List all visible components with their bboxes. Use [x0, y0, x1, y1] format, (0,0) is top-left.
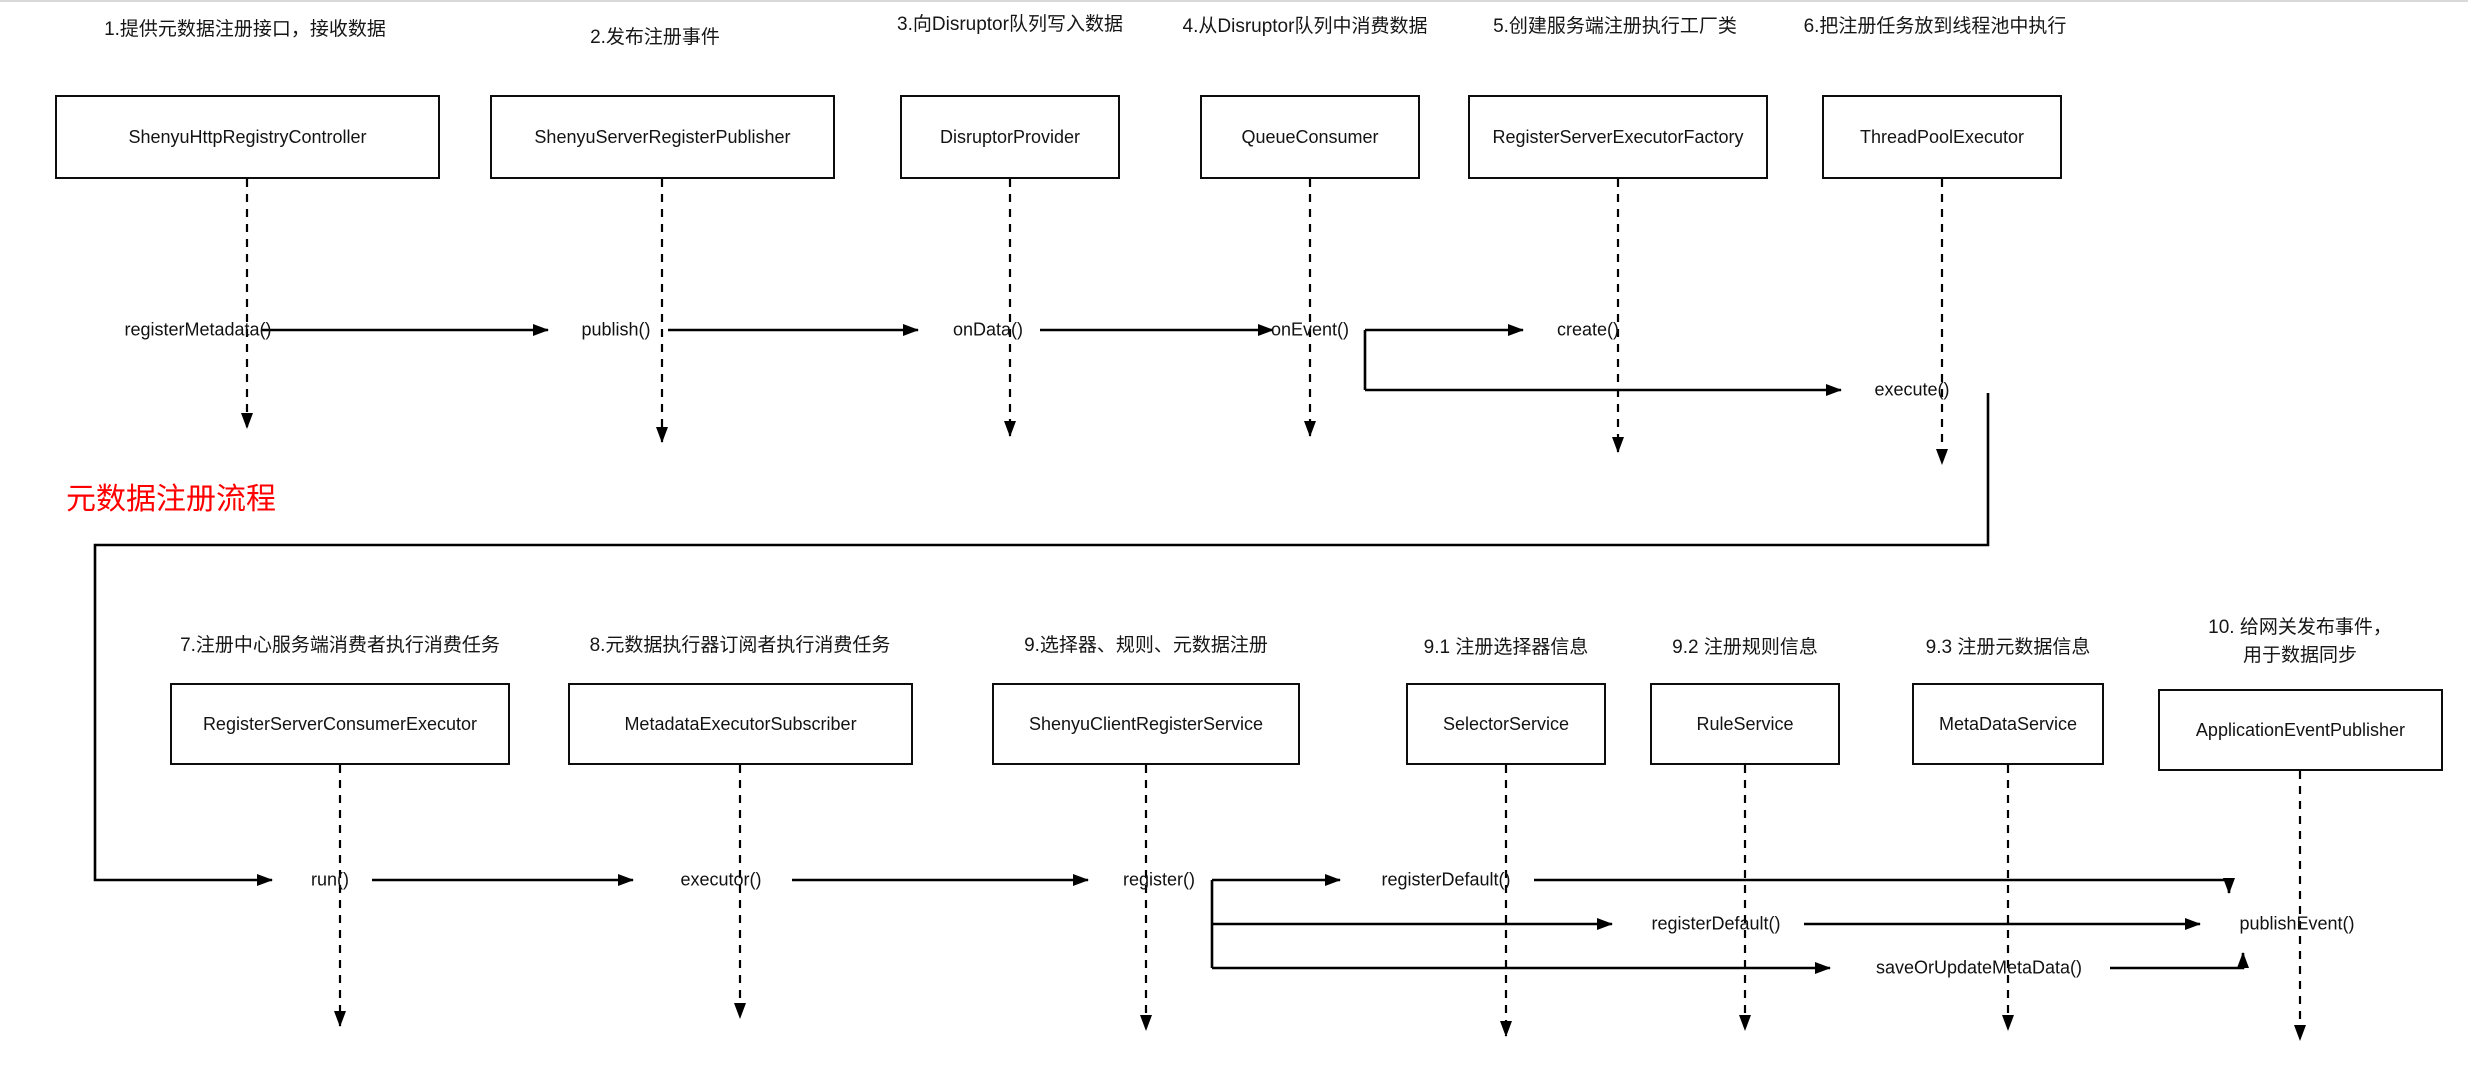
- participant-shenyu-server-register-publisher: ShenyuServerRegisterPublisher: [490, 95, 835, 179]
- message-label-register-metadata: registerMetadata(): [124, 319, 272, 340]
- annotation-step-9-3: 9.3 注册元数据信息: [1925, 637, 2091, 658]
- message-label-save-or-update-meta-data: saveOrUpdateMetaData(): [1875, 957, 2083, 978]
- annotation-step-9: 9.选择器、规则、元数据注册: [1024, 635, 1268, 656]
- annotation-step-9-2: 9.2 注册规则信息: [1672, 637, 1818, 658]
- flow-title: 元数据注册流程: [66, 483, 276, 516]
- participant-metadata-executor-subscriber: MetadataExecutorSubscriber: [568, 683, 913, 765]
- connector-execute-to-run: [93, 393, 1990, 886]
- participant-shenyu-http-registry-controller: ShenyuHttpRegistryController: [55, 95, 440, 179]
- participant-meta-data-service: MetaDataService: [1912, 683, 2104, 765]
- participant-selector-service: SelectorService: [1406, 683, 1606, 765]
- participant-queue-consumer: QueueConsumer: [1200, 95, 1420, 179]
- annotation-step-10-line2: 用于数据同步: [2242, 645, 2358, 666]
- annotation-step-1: 1.提供元数据注册接口，接收数据: [104, 19, 386, 40]
- annotation-step-10-line1: 10. 给网关发布事件，: [2208, 617, 2392, 638]
- message-label-executor: executor(): [680, 869, 762, 890]
- message-label-register: register(): [1122, 869, 1196, 890]
- participant-rule-service: RuleService: [1650, 683, 1840, 765]
- message-label-publish-event: publishEvent(): [2239, 913, 2355, 934]
- message-label-onevent: onEvent(): [1270, 319, 1350, 340]
- arrow-register-default-selector-to-publish-event: [1534, 878, 2235, 894]
- annotation-step-4: 4.从Disruptor队列中消费数据: [1182, 16, 1428, 37]
- message-label-execute: execute(): [1874, 379, 1950, 400]
- annotation-step-7: 7.注册中心服务端消费者执行消费任务: [180, 635, 500, 656]
- annotation-step-6: 6.把注册任务放到线程池中执行: [1803, 16, 2067, 37]
- arrow-save-or-update-to-publish-event: [2110, 952, 2249, 970]
- participant-register-server-consumer-executor: RegisterServerConsumerExecutor: [170, 683, 510, 765]
- message-label-ondata: onData(): [952, 319, 1024, 340]
- message-label-publish: publish(): [581, 319, 651, 340]
- annotation-step-5: 5.创建服务端注册执行工厂类: [1493, 16, 1737, 37]
- annotation-step-2: 2.发布注册事件: [590, 27, 720, 48]
- message-label-register-default-selector: registerDefault(): [1381, 869, 1511, 890]
- annotation-step-8: 8.元数据执行器订阅者执行消费任务: [589, 635, 891, 656]
- participant-register-server-executor-factory: RegisterServerExecutorFactory: [1468, 95, 1768, 179]
- annotation-step-9-1: 9.1 注册选择器信息: [1423, 637, 1589, 658]
- message-label-run: run(): [310, 869, 350, 890]
- message-label-register-default-rule: registerDefault(): [1651, 913, 1781, 934]
- annotation-step-3: 3.向Disruptor队列写入数据: [897, 14, 1123, 35]
- participant-shenyu-client-register-service: ShenyuClientRegisterService: [992, 683, 1300, 765]
- participant-application-event-publisher: ApplicationEventPublisher: [2158, 689, 2443, 771]
- participant-thread-pool-executor: ThreadPoolExecutor: [1822, 95, 2062, 179]
- participant-disruptor-provider: DisruptorProvider: [900, 95, 1120, 179]
- message-label-create: create(): [1556, 319, 1620, 340]
